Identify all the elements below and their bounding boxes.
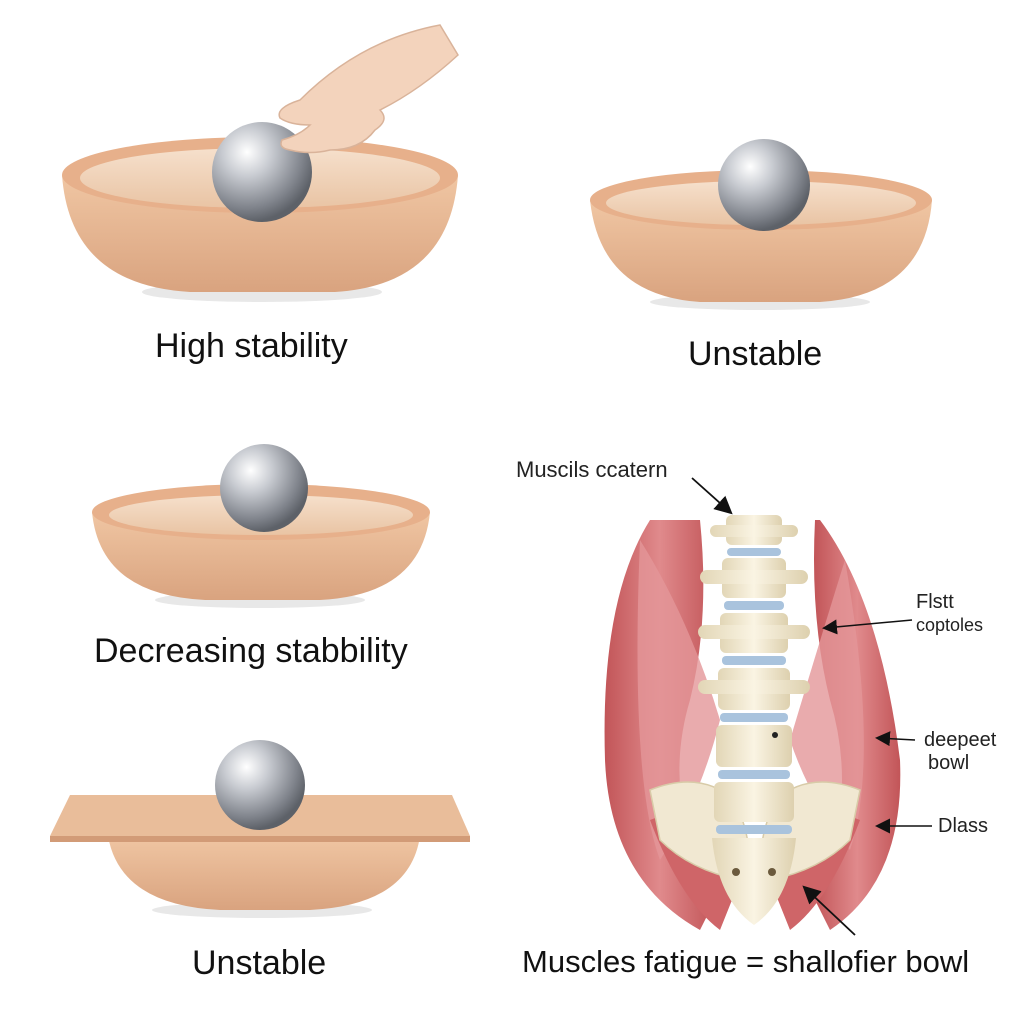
caption-decreasing-stability: Decreasing stabbility	[94, 632, 408, 670]
spine-muscle-illustration	[604, 477, 932, 936]
label-muscils-ccatern: Muscils ccatern	[516, 457, 668, 482]
caption-muscles-fatigue: Muscles fatigue = shallofier bowl	[522, 944, 970, 979]
ball-icon	[718, 139, 810, 231]
sacrum	[712, 838, 796, 925]
label-flstt: Flstt	[916, 591, 954, 613]
flat-bowl-illustration	[50, 740, 470, 918]
caption-unstable-bottom: Unstable	[192, 944, 327, 982]
label-coptoles: coptoles	[916, 615, 984, 635]
spine-vertebrae	[698, 515, 810, 925]
ball-icon	[215, 740, 305, 830]
caption-high-stability: High stability	[155, 327, 348, 365]
label-bowl: bowl	[928, 752, 970, 774]
deep-bowl-illustration	[62, 24, 459, 302]
shallow-bowl-illustration	[590, 139, 932, 310]
ball-icon	[220, 444, 308, 532]
label-dlass: Dlass	[938, 815, 989, 837]
caption-unstable-top: Unstable	[688, 335, 823, 373]
medium-bowl-illustration	[92, 444, 430, 608]
hand-icon	[278, 24, 459, 154]
label-deepeet: deepeet	[924, 729, 997, 751]
